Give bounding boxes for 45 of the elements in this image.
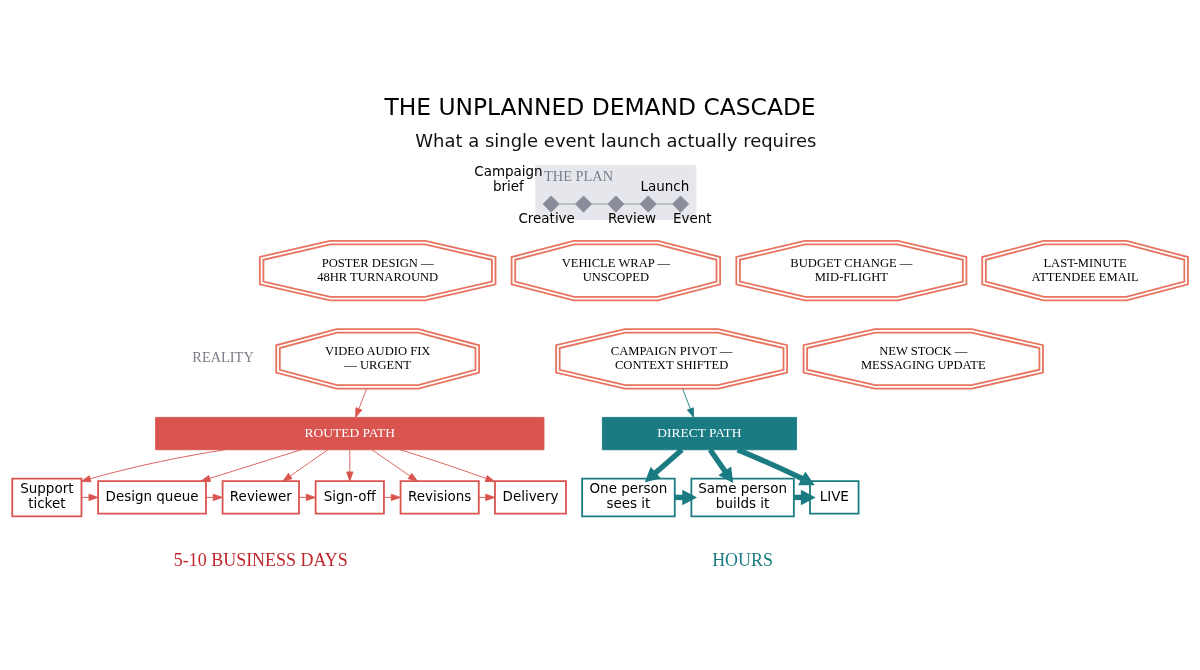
arrow	[371, 449, 418, 482]
arrow	[707, 448, 734, 484]
node-box: DIRECT PATH	[601, 416, 797, 451]
arrow	[399, 449, 496, 483]
node-diamond	[574, 195, 593, 213]
node-label: Launch	[640, 178, 690, 195]
node-diamond	[639, 195, 657, 213]
connector	[623, 203, 641, 205]
connector	[655, 203, 673, 205]
node-label: Review	[608, 209, 657, 226]
arrow	[346, 449, 354, 482]
node-box: Sign-off	[314, 480, 385, 515]
node-box: ROUTED PATH	[155, 416, 545, 451]
arrow	[81, 493, 99, 501]
arrow	[298, 493, 316, 501]
node-diamond	[672, 195, 690, 213]
arrow	[205, 493, 223, 501]
arrow	[81, 449, 226, 483]
node-label: Creative	[518, 209, 575, 226]
label: 5-10 BUSINESS DAYS	[173, 549, 348, 570]
node-box: Support ticket	[11, 477, 83, 518]
node-box: Design queue	[97, 480, 207, 515]
node-box: LIVE	[809, 480, 860, 515]
arrow	[478, 493, 496, 501]
node-box: Delivery	[494, 480, 567, 515]
node-label: Event	[672, 209, 712, 226]
node-diamond	[607, 195, 625, 213]
label: What a single event launch actually requires	[415, 129, 817, 151]
arrow	[383, 493, 401, 501]
arrow	[200, 449, 302, 482]
node-box: One person sees it	[581, 477, 676, 518]
label: HOURS	[712, 549, 774, 570]
label: REALITY	[192, 349, 254, 366]
connector	[591, 203, 608, 205]
arrow	[355, 388, 367, 418]
node-label: Campaign brief	[474, 163, 543, 195]
connector	[558, 203, 576, 205]
diagram-title: THE UNPLANNED DEMAND CASCADE	[384, 92, 816, 121]
node-box: Reviewer	[221, 480, 300, 515]
node-box: Same person builds it	[690, 477, 795, 518]
node-diamond	[542, 195, 560, 213]
arrow	[282, 449, 329, 482]
arrow	[682, 388, 694, 418]
arrow	[736, 447, 815, 486]
node-box: Revisions	[399, 480, 480, 515]
